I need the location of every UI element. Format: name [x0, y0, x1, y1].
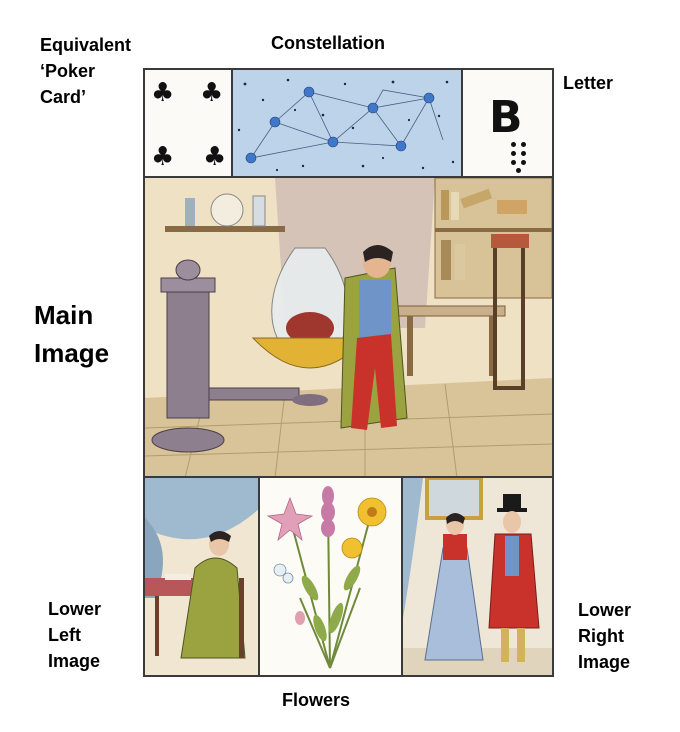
braille-dots-icon	[511, 142, 531, 173]
club-icon: ♣	[200, 78, 224, 108]
lower-right-image-panel	[403, 478, 552, 675]
flowers-panel	[260, 478, 403, 675]
main-image-panel	[145, 178, 552, 478]
card-letter: B	[489, 92, 523, 143]
label-letter: Letter	[563, 73, 614, 93]
couple-scene	[403, 478, 552, 675]
label-flowers: Flowers	[282, 690, 351, 710]
label-poker-card: Equivalent ‘Poker Card’	[40, 35, 132, 107]
label-constellation: Constellation	[271, 33, 386, 53]
club-icon: ♣	[151, 78, 175, 108]
club-icon: ♣	[151, 142, 175, 172]
club-icon: ♣	[203, 142, 227, 172]
lower-left-image-panel	[145, 478, 260, 675]
poker-card-panel: ♣ ♣ ♣ ♣	[145, 70, 233, 178]
label-lower-right-image: Lower Right Image	[578, 600, 632, 672]
letter-panel: B	[463, 70, 552, 178]
label-main-image: Main Image	[34, 300, 110, 368]
lenormand-card: ♣ ♣ ♣ ♣	[143, 68, 554, 677]
woman-writing-scene	[145, 478, 258, 659]
constellation-map	[237, 78, 455, 172]
flower-bouquet	[266, 486, 387, 669]
constellation-panel	[233, 70, 463, 178]
alchemist-scene	[145, 178, 552, 476]
label-lower-left-image: Lower Left Image	[48, 599, 102, 671]
